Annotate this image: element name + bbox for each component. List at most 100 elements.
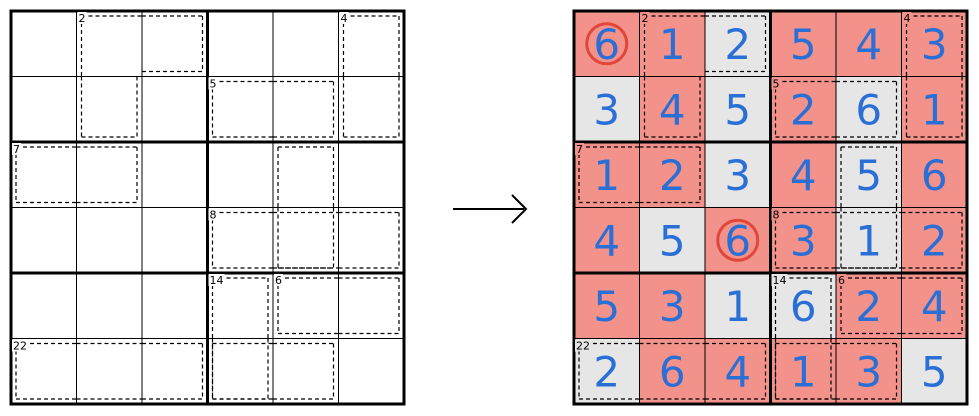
solution-digit: 4: [790, 151, 817, 200]
cell-shade: [901, 273, 967, 339]
cage-clue: 7: [13, 143, 20, 156]
cage-clue-bg: [339, 12, 349, 24]
cage-clue-bg: [77, 12, 87, 24]
cell-shade: [836, 273, 902, 339]
cage-clue: 22: [13, 340, 27, 353]
cage-clue-bg: [575, 143, 584, 155]
solution-digit: 2: [724, 20, 751, 69]
cage-clue: 2: [79, 12, 86, 25]
solution-digit: 2: [855, 282, 882, 331]
cell-shade: [574, 76, 640, 142]
solution-digit: 1: [921, 85, 948, 134]
solution-digit: 1: [593, 151, 620, 200]
cage-clue-bg: [274, 274, 283, 286]
circle-marker: [585, 22, 629, 66]
solution-digit: 6: [855, 85, 882, 134]
cell-shade: [836, 76, 902, 142]
cell-shade: [639, 76, 705, 142]
cell-shade: [574, 273, 640, 339]
cell-shade: [901, 11, 967, 77]
cage-clue-bg: [208, 274, 225, 286]
solution-digit: 3: [724, 151, 751, 200]
cell-shade: [836, 338, 902, 404]
cell-shade: [574, 142, 640, 208]
cage-clue-bg: [12, 339, 28, 352]
cage-clue-bg: [902, 12, 912, 24]
cell-shade: [574, 11, 640, 77]
cell-shade: [901, 338, 967, 404]
cage-clue: 6: [275, 274, 282, 287]
solution-digit: 2: [659, 151, 686, 200]
cell-shade: [639, 207, 705, 273]
solution-digit: 5: [593, 282, 620, 331]
cage-clue: 4: [341, 12, 348, 25]
solution-digit: 1: [790, 347, 817, 396]
solution-digit: 1: [724, 282, 751, 331]
cell-shade: [639, 273, 705, 339]
cage-clue: 14: [773, 274, 787, 287]
solution-digit: 6: [921, 151, 948, 200]
solution-digit: 3: [659, 282, 686, 331]
cell-shade: [901, 142, 967, 208]
cell-shade: [770, 142, 836, 208]
solution-digit: 5: [659, 216, 686, 265]
cell-shade: [836, 142, 902, 208]
solution-digit: 1: [855, 216, 882, 265]
cell-shade: [901, 207, 967, 273]
cell-shade: [770, 207, 836, 273]
cell-shade: [705, 76, 771, 142]
solution-digit: 3: [790, 216, 817, 265]
cage-clue: 14: [210, 274, 224, 287]
arrow-head: [511, 194, 528, 224]
cage-clue-bg: [771, 274, 788, 286]
cage-clue-bg: [12, 143, 21, 155]
cell-shade: [705, 11, 771, 77]
cage-clue-bg: [837, 274, 846, 286]
solution-digit: 5: [921, 347, 948, 396]
solution-digit: 4: [724, 347, 751, 396]
cell-shade: [770, 76, 836, 142]
solution-digit: 3: [855, 347, 882, 396]
cell-shade: [705, 142, 771, 208]
cell-shade: [770, 11, 836, 77]
solution-digit: 2: [921, 216, 948, 265]
board-border: [572, 9, 969, 406]
cage-clue-bg: [640, 12, 650, 24]
cage-clue-bg: [575, 339, 591, 352]
cell-shade: [705, 207, 771, 273]
cage-clue: 7: [576, 143, 583, 156]
solution-digit: 2: [790, 85, 817, 134]
cage-clue: 8: [210, 209, 217, 222]
solution-digit: 4: [921, 282, 948, 331]
cage-clue: 5: [773, 78, 780, 91]
cell-shade: [836, 207, 902, 273]
board-border: [9, 9, 406, 406]
solution-digit: 1: [659, 20, 686, 69]
cage-clue-bg: [771, 208, 781, 221]
arrow: [453, 194, 528, 224]
solution-digit: 5: [724, 85, 751, 134]
cell-shade: [901, 76, 967, 142]
cage-clue: 4: [904, 12, 911, 25]
solution-digit: 4: [593, 216, 620, 265]
cage-clue: 5: [210, 78, 217, 91]
cage-clue: 22: [576, 340, 590, 353]
cell-shade: [639, 338, 705, 404]
cage-clue: 8: [773, 209, 780, 222]
cell-shade: [639, 142, 705, 208]
cell-shade: [770, 338, 836, 404]
solution-digit: 4: [855, 20, 882, 69]
cage-clue-bg: [208, 208, 218, 221]
cell-shade: [705, 273, 771, 339]
circle-marker: [716, 218, 760, 262]
solution-digit: 6: [790, 282, 817, 331]
solution-digit: 5: [855, 151, 882, 200]
solution-digit: 4: [659, 85, 686, 134]
cage-clue: 6: [838, 274, 845, 287]
cell-shade: [639, 11, 705, 77]
cage-clue: 2: [642, 12, 649, 25]
cage-clue-bg: [771, 77, 781, 90]
solution-digit: 3: [921, 20, 948, 69]
